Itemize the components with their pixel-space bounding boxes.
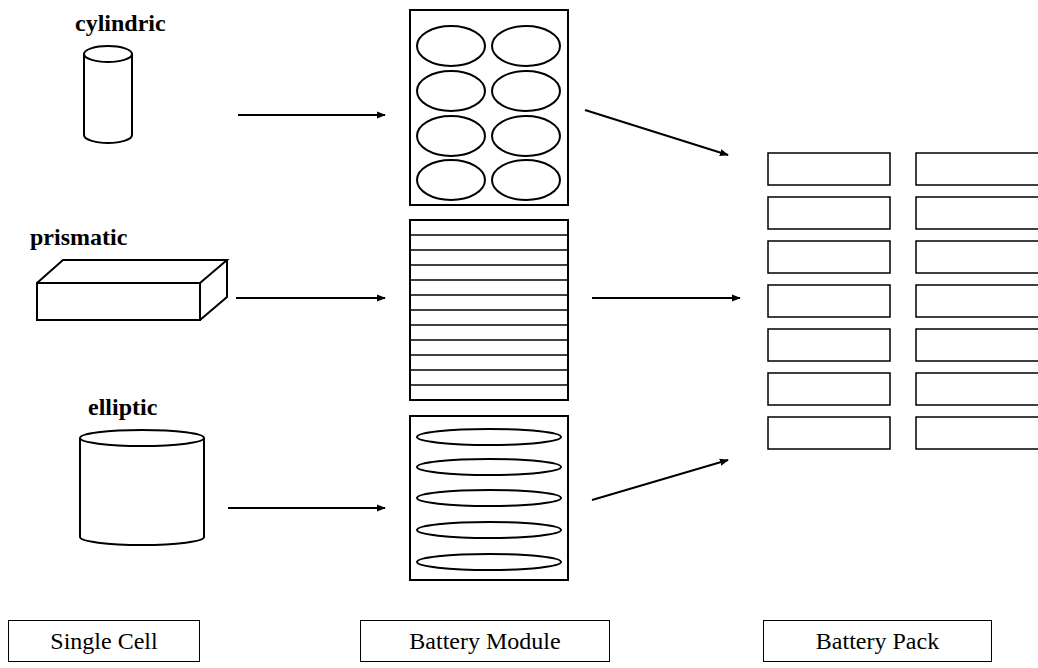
cell-label: cylindric xyxy=(75,8,215,38)
module-frame xyxy=(410,220,568,400)
stage-label-box: Battery Module xyxy=(360,620,610,662)
pack-module xyxy=(916,373,1038,405)
pack-module xyxy=(768,153,890,185)
cell-label: prismatic xyxy=(28,222,233,252)
cell-front xyxy=(37,283,200,320)
stage-label: Battery Pack xyxy=(816,627,939,655)
pack-module xyxy=(768,241,890,273)
cylindric-module xyxy=(410,10,568,205)
pack-module xyxy=(768,417,890,449)
flow-arrow xyxy=(236,297,385,299)
pack-module xyxy=(768,197,890,229)
cell-layers xyxy=(410,235,568,385)
cell-body xyxy=(80,438,204,545)
stage-label-box: Battery Pack xyxy=(763,620,992,662)
cell-type: elliptic xyxy=(78,392,208,548)
flow-arrow xyxy=(592,297,740,299)
cell-end xyxy=(417,522,561,538)
pack-module xyxy=(916,417,1038,449)
cell-layer xyxy=(410,369,568,371)
battery-pack-modules xyxy=(768,153,1038,449)
cell-layer xyxy=(410,309,568,311)
flow-arrow xyxy=(585,110,728,155)
cell-top xyxy=(37,260,227,283)
prismatic-module xyxy=(410,220,568,400)
flow-arrow xyxy=(592,460,728,500)
cell-end xyxy=(417,71,485,111)
cell-end xyxy=(417,116,485,156)
pack-module xyxy=(916,285,1038,317)
cell-layer xyxy=(410,264,568,266)
cell-top xyxy=(84,46,132,62)
pack-module xyxy=(768,329,890,361)
module-frame xyxy=(410,10,568,205)
cell-end xyxy=(492,26,560,66)
flow-arrow xyxy=(228,507,385,509)
pack-module xyxy=(916,153,1038,185)
cell-end xyxy=(417,26,485,66)
pack-module xyxy=(768,373,890,405)
cell-layer xyxy=(410,354,568,356)
cell-end xyxy=(417,490,561,506)
stage-label: Single Cell xyxy=(50,627,157,655)
cell-type: prismatic xyxy=(28,222,233,324)
cell-end xyxy=(417,554,561,570)
pack-module xyxy=(916,329,1038,361)
cell-end xyxy=(417,160,485,200)
cell-side xyxy=(200,260,227,320)
cell-label: elliptic xyxy=(78,392,208,422)
elliptic-module xyxy=(410,416,568,580)
cell-layer xyxy=(410,234,568,236)
module-frame xyxy=(410,416,568,580)
cell-end xyxy=(417,429,561,445)
stage-label-box: Single Cell xyxy=(8,620,200,662)
pack-module xyxy=(768,285,890,317)
cell-layer xyxy=(410,384,568,386)
cell-top xyxy=(80,430,204,446)
cell-end xyxy=(492,116,560,156)
pack-module xyxy=(916,197,1038,229)
cell-end xyxy=(492,71,560,111)
stage-label: Battery Module xyxy=(409,627,560,655)
cell-layer xyxy=(410,324,568,326)
cell-type: cylindric xyxy=(75,8,215,140)
cell-body xyxy=(84,54,132,143)
cell-layer xyxy=(410,294,568,296)
flow-arrow xyxy=(238,114,385,116)
flow-arrows xyxy=(228,110,740,508)
cell-end xyxy=(417,459,561,475)
cell-layer xyxy=(410,279,568,281)
cell-end xyxy=(492,160,560,200)
pack-module xyxy=(916,241,1038,273)
cell-layer xyxy=(410,339,568,341)
cell-layer xyxy=(410,249,568,251)
